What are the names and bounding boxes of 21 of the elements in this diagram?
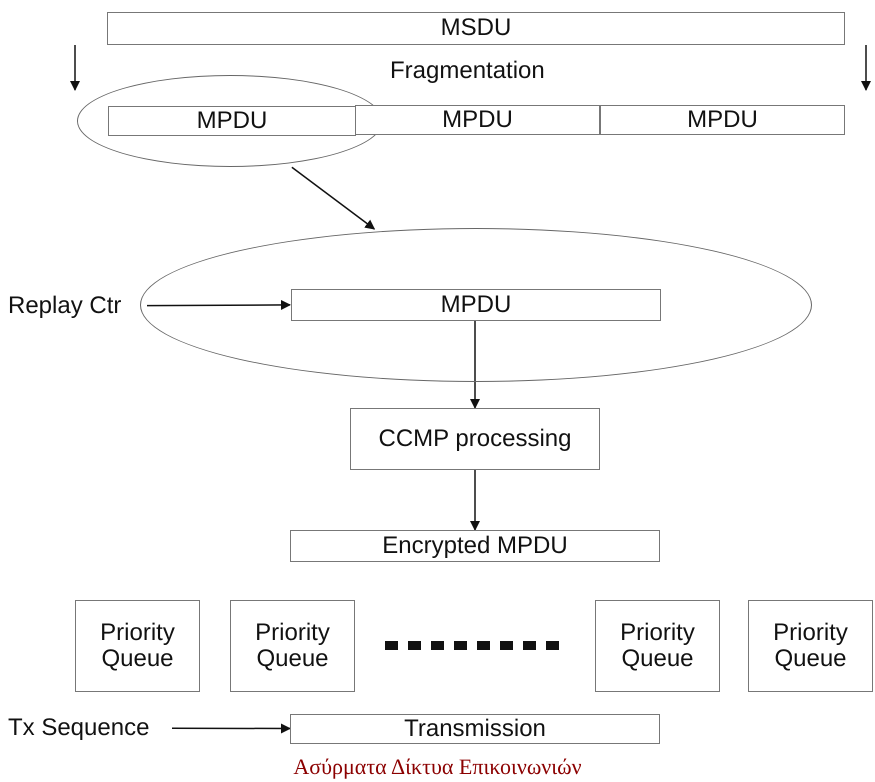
frame-box: MPDU xyxy=(291,289,661,321)
frame-box: Encrypted MPDU xyxy=(290,530,660,562)
input-label: Tx Sequence xyxy=(8,712,158,744)
input-label: Replay Ctr xyxy=(8,290,133,322)
frame-box: Transmission xyxy=(290,714,660,744)
frame-box: Priority Queue xyxy=(748,600,873,692)
arrow xyxy=(291,166,376,230)
arrow xyxy=(470,320,480,409)
frame-box: Priority Queue xyxy=(230,600,355,692)
caption: Ασύρματα Δίκτυα Επικοινωνιών xyxy=(292,754,583,780)
frame-box: MPDU xyxy=(108,106,356,136)
arrow xyxy=(172,724,291,734)
highlight-ellipse xyxy=(140,228,812,382)
step-label: Fragmentation xyxy=(390,57,545,85)
frame-box: Priority Queue xyxy=(75,600,200,692)
frame-box: MPDU xyxy=(355,105,600,135)
frame-box: MSDU xyxy=(107,12,845,45)
frame-box: MPDU xyxy=(600,105,845,135)
frame-box: Priority Queue xyxy=(595,600,720,692)
arrow xyxy=(470,470,480,531)
frame-box: CCMP processing xyxy=(350,408,600,470)
